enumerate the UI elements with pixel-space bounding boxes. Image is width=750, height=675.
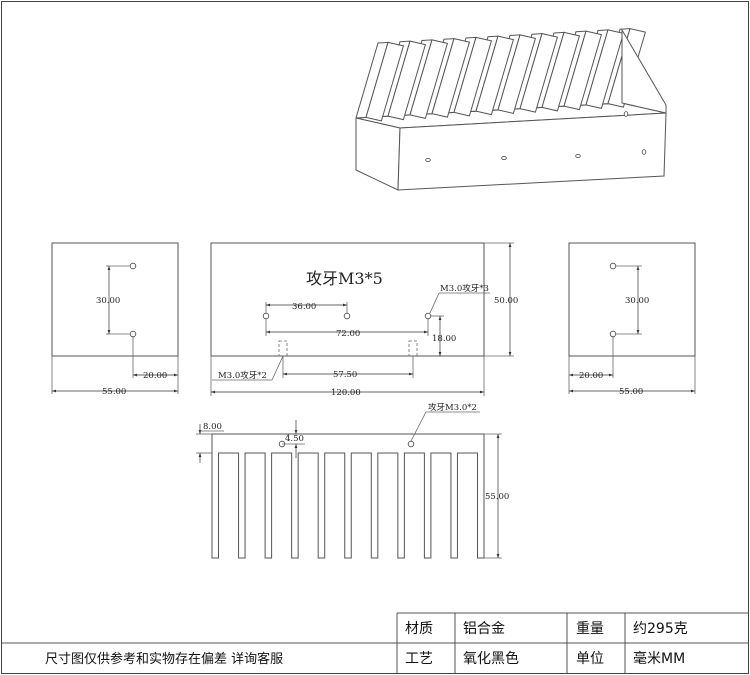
right-dim-width: 55.00 <box>619 387 643 397</box>
right-view-outline <box>568 242 696 357</box>
fin-dim-base: 8.00 <box>203 422 222 432</box>
front-dim-holes-a: 36.00 <box>292 302 316 312</box>
iso-front-face <box>397 112 667 191</box>
process-label: 工艺 <box>405 651 433 667</box>
iso-end-hole <box>623 111 629 117</box>
iso-left-face <box>355 117 401 191</box>
right-dim-hole-offset: 20.00 <box>579 371 603 381</box>
fin-dim-hole: 4.50 <box>285 434 304 444</box>
iso-fin-end <box>621 28 667 114</box>
fin-profile-view: 8.00 4.50 攻牙M3.0*2 55.00 <box>196 402 509 559</box>
fin-note-tap: 攻牙M3.0*2 <box>428 402 477 413</box>
iso-fin-side <box>519 33 559 113</box>
right-view-hole-top <box>609 262 617 270</box>
front-dim-slots: 57.50 <box>333 370 357 380</box>
iso-fins <box>355 28 647 122</box>
left-dim-hole-spacing: 30.00 <box>96 296 120 306</box>
front-note-m3-2: M3.0攻牙*2 <box>218 370 267 381</box>
front-dim-height: 50.00 <box>494 296 518 306</box>
left-side-view: 30.00 20.00 55.00 <box>51 242 179 397</box>
material-label: 材质 <box>405 621 433 637</box>
front-note-m3-3: M3.0攻牙*3 <box>440 283 489 294</box>
iso-fin-side <box>453 36 493 117</box>
front-dim-holes-b: 72.00 <box>336 329 360 339</box>
front-hole <box>262 312 270 320</box>
fin-dim-height: 55.00 <box>485 492 509 502</box>
fin-view-hole <box>407 440 415 448</box>
left-dim-hole-offset: 20.00 <box>143 371 167 381</box>
front-hole <box>424 312 432 320</box>
front-dim-length: 120.00 <box>331 388 361 398</box>
front-dim-right-hole: 18.00 <box>432 334 456 344</box>
front-hole <box>343 312 351 320</box>
left-dim-width: 55.00 <box>102 387 126 397</box>
unit-value: 毫米MM <box>633 650 685 667</box>
right-dim-hole-spacing: 30.00 <box>625 296 649 306</box>
front-title-tap-note: 攻牙M3*5 <box>306 269 383 288</box>
fin-comb-outline <box>211 433 485 559</box>
front-view: 攻牙M3*5 36.00 72.00 18.00 M3.0攻牙*3 50.00 <box>210 242 518 398</box>
left-view-outline <box>51 242 179 357</box>
iso-hole <box>575 153 581 158</box>
right-view-hole-bottom <box>609 330 617 338</box>
material-value: 铝合金 <box>463 621 505 637</box>
iso-fin-side <box>409 39 449 119</box>
process-value: 氧化黑色 <box>463 650 519 667</box>
isometric-view <box>355 28 667 191</box>
iso-hole <box>425 157 431 162</box>
unit-label: 单位 <box>576 651 604 667</box>
title-block-note: 尺寸图仅供参考和实物存在偏差 详询客服 <box>45 651 283 667</box>
title-block: 尺寸图仅供参考和实物存在偏差 详询客服 材质 铝合金 重量 约295克 工艺 氧… <box>2 612 748 673</box>
iso-fin-side <box>431 38 471 118</box>
front-view-outline <box>210 242 485 357</box>
iso-fin-side <box>365 41 405 122</box>
iso-fin-side <box>541 31 581 112</box>
iso-hole <box>501 155 507 160</box>
weight-value: 约295克 <box>633 621 688 637</box>
weight-label: 重量 <box>576 621 604 637</box>
iso-fin-side <box>387 40 427 121</box>
front-slot-hidden <box>408 340 418 357</box>
front-slot-hidden <box>278 340 288 357</box>
left-view-hole-top <box>129 262 137 270</box>
iso-fin-side <box>497 34 537 114</box>
left-view-hole-bottom <box>129 330 137 338</box>
right-side-view: 30.00 20.00 55.00 <box>568 242 696 397</box>
iso-end-hole <box>641 149 647 155</box>
iso-fin-side <box>475 35 515 116</box>
iso-fin-side <box>563 30 603 111</box>
